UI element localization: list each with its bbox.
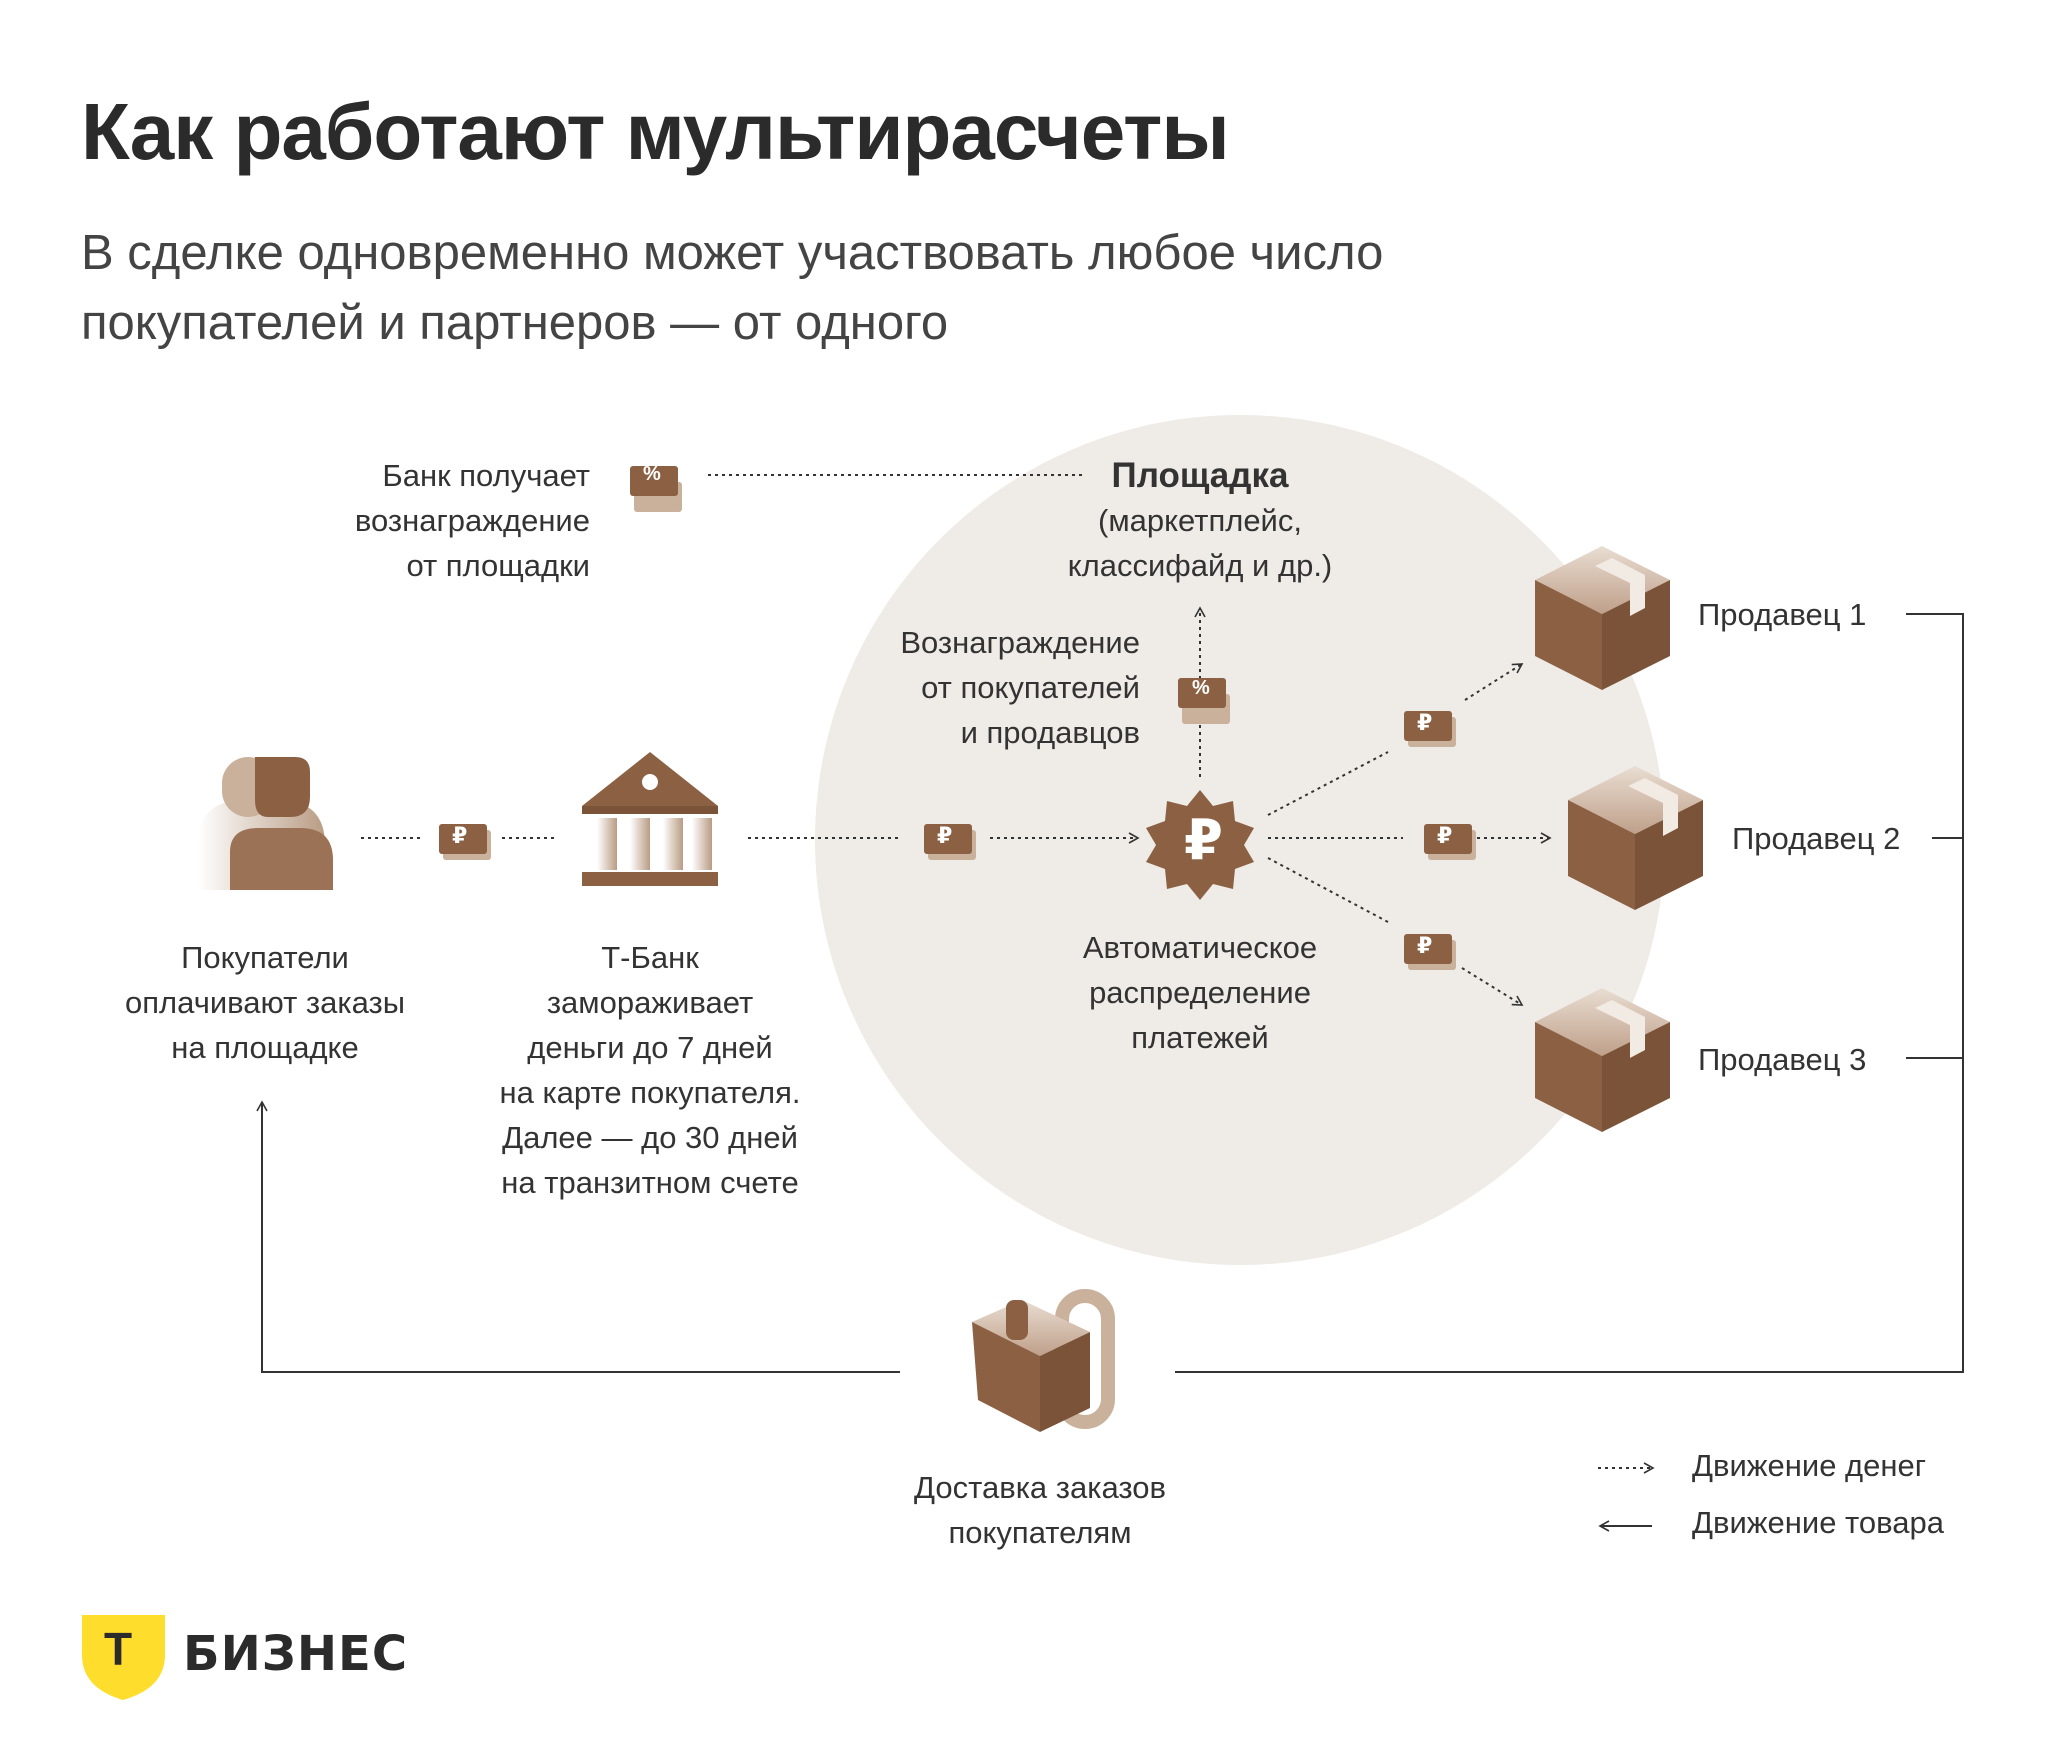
ruble-token-4 [1424,824,1476,860]
delivery-to-buyers-line [256,1100,900,1373]
to-seller3-line-b [1461,967,1524,1006]
seller1-box-icon [1535,546,1670,690]
delivery-label: Доставка заказов покупателям [914,1470,1166,1550]
seller2-label: Продавец 2 [1732,821,1901,856]
seller2-box-icon [1568,766,1703,910]
percent-token-2 [1178,678,1230,724]
delivery-bag-icon [972,1289,1115,1432]
platform-subtitle: (маркетплейс, классифайд и др.) [1067,503,1333,583]
bank-icon [582,752,718,886]
legend-goods-label: Движение товара [1692,1505,1944,1540]
seller1-label: Продавец 1 [1698,597,1867,632]
ruble-token-2 [924,824,976,860]
brand-name: БИЗНЕС [183,1626,409,1682]
ruble-icon: ₽ [1184,808,1223,871]
brand-shield-logo [82,1615,165,1700]
bank-label: Т-Банк замораживает деньги до 7 дней на … [499,940,801,1200]
seller3-box-icon [1535,988,1670,1132]
buyers-label: Покупатели оплачивают заказы на площадке [125,940,405,1065]
commission-label: Вознаграждение от покупателей и продавцо… [900,625,1140,750]
ruble-token-1 [439,824,491,860]
distribution-star-icon [1146,790,1254,900]
buyers-icon [198,757,333,890]
ruble-token-5 [1404,934,1456,970]
ruble-icon: ₽ [1417,710,1433,735]
percent-icon: % [643,463,661,485]
percent-icon: % [1192,677,1210,699]
to-seller3-line-a [1267,857,1389,923]
ruble-icon: ₽ [452,823,468,848]
goods-flow-lines [256,613,1964,1532]
to-seller1-line-a [1267,751,1389,816]
distribution-label: Автоматическое распределение платежей [1082,930,1318,1055]
brand-logo-letter: Т [104,1623,133,1675]
percent-token-1 [630,466,682,512]
bank-reward-label: Банк получает вознаграждение от площадки [354,458,590,583]
sellers-bracket-line [1175,613,1964,1373]
seller3-label: Продавец 3 [1698,1042,1867,1077]
page-subtitle: В сделке одновременно может участвовать … [81,226,1384,350]
to-seller1-line-b [1464,663,1524,701]
legend-money-label: Движение денег [1692,1448,1927,1483]
ruble-icon: ₽ [1437,823,1453,848]
ruble-token-3 [1404,711,1456,747]
ruble-icon: ₽ [1417,933,1433,958]
page-title: Как работают мультирасчеты [81,87,1230,176]
ruble-icon: ₽ [937,823,953,848]
platform-title: Площадка [1111,456,1289,495]
